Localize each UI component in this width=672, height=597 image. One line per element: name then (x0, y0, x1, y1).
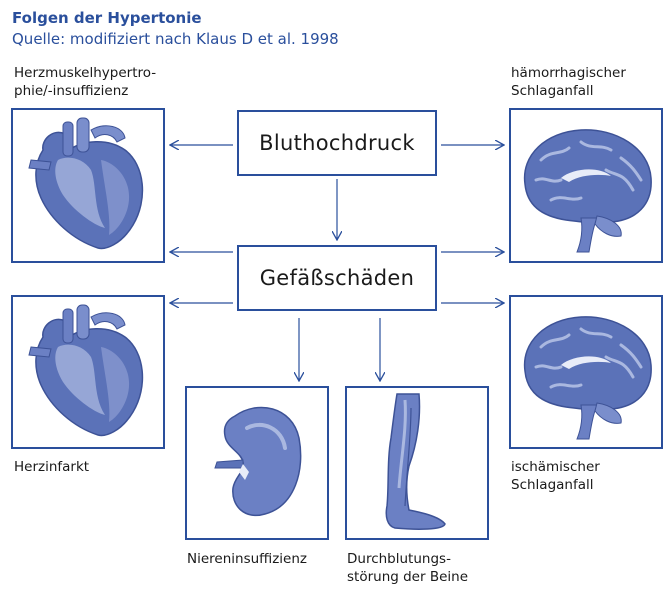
box-brain-top (509, 108, 663, 263)
label-herzmuskel-line1: Herzmuskelhypertro- (14, 65, 157, 81)
label-niere: Niereninsuffizienz (187, 551, 308, 567)
label-ischaemisch-line2: Schlaganfall (511, 477, 594, 493)
node-bluthochdruck: Bluthochdruck (237, 110, 437, 176)
brain-ischemic-illustration-icon (523, 316, 652, 440)
brain-illustration-icon (523, 129, 652, 253)
kidney-illustration-icon (214, 406, 302, 517)
node-gefaessschaeden-label: Gefäßschäden (259, 266, 415, 290)
leg-illustration-icon (385, 393, 446, 530)
box-kidney (185, 386, 329, 540)
label-durchblutung: Durchblutungs- störung der Beine (347, 550, 468, 586)
diagram-subtitle: Quelle: modifiziert nach Klaus D et al. … (12, 30, 339, 48)
box-leg (345, 386, 489, 540)
label-durchblutung-line2: störung der Beine (347, 569, 469, 585)
label-herzinfarkt: Herzinfarkt (14, 459, 90, 475)
box-heart-bottom (11, 295, 165, 449)
heart-illustration-icon (28, 117, 144, 250)
diagram-title: Folgen der Hypertonie (12, 9, 202, 27)
label-herzmuskel-line2: phie/-insuffizienz (14, 83, 129, 99)
heart-infarct-illustration-icon (28, 304, 144, 437)
box-heart-top (11, 108, 165, 263)
box-brain-bottom (509, 295, 663, 449)
label-ischaemisch-line1: ischämischer (511, 459, 600, 475)
label-herzmuskel: Herzmuskelhypertro- phie/-insuffizienz (14, 64, 156, 100)
label-haemorrhagisch-line1: hämorrhagischer (511, 65, 626, 81)
node-bluthochdruck-label: Bluthochdruck (259, 131, 415, 155)
label-durchblutung-line1: Durchblutungs- (347, 551, 451, 567)
node-gefaessschaeden: Gefäßschäden (237, 245, 437, 311)
label-haemorrhagisch: hämorrhagischer Schlaganfall (511, 64, 626, 100)
label-haemorrhagisch-line2: Schlaganfall (511, 83, 594, 99)
label-ischaemisch: ischämischer Schlaganfall (511, 458, 600, 494)
